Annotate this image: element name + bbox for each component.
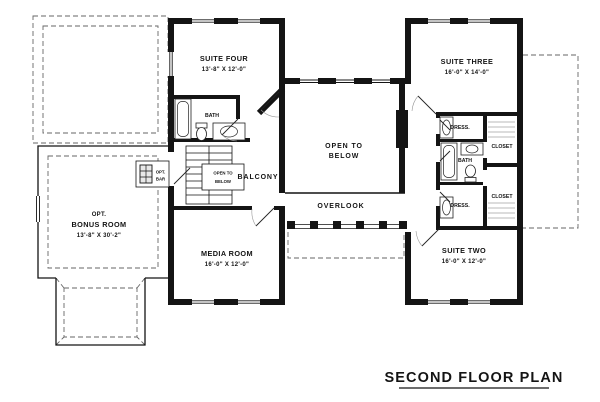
window-row-bottom (192, 298, 490, 306)
dress-upper-vanity-icon (439, 116, 454, 139)
stair-open-to-below-line2: BELOW (215, 179, 232, 184)
plan-title: SECOND FLOOR PLAN (384, 370, 563, 386)
bath-upper-fixtures (174, 98, 246, 141)
suite-three-label: SUITE THREE (441, 57, 494, 66)
dress-lower-label: DRESS. (450, 203, 470, 209)
roof-outline-dashed (32, 15, 579, 346)
bonus-window (35, 196, 41, 222)
suite-two-dims: 16'-0" X 12'-0" (442, 259, 486, 265)
interior-walls (168, 95, 523, 230)
suite-three-dims: 16'-0" X 14'-0" (445, 70, 489, 76)
media-room-label: MEDIA ROOM (201, 249, 253, 258)
dress-lower-vanity-icon (439, 196, 454, 219)
closet-upper-label: CLOSET (491, 144, 513, 150)
stair-open-to-below-box: OPEN TO BELOW (201, 163, 245, 191)
window-left-wall (167, 52, 175, 76)
window-row-center (300, 77, 390, 85)
suite-four-label: SUITE FOUR (200, 54, 249, 63)
windows (167, 17, 490, 306)
bath-upper-label: BATH (205, 113, 219, 119)
bonus-room-dims: 13'-8" X 30'-2" (77, 233, 121, 239)
open-to-below-line2: BELOW (329, 153, 360, 160)
drawing-title: SECOND FLOOR PLAN (384, 370, 563, 389)
overlook-columns (287, 221, 407, 229)
bonus-room-label: BONUS ROOM (71, 220, 126, 229)
angled-wall (256, 86, 286, 116)
suite-two-label: SUITE TWO (442, 246, 486, 255)
suite-four-dims: 13'-8" X 12'-0" (202, 67, 246, 73)
overlook-railing (285, 192, 407, 229)
opt-bar-line1: OPT. (156, 170, 166, 175)
bath-right-fixtures (439, 116, 484, 219)
bathtub-right-icon (440, 142, 458, 181)
window-row-top (192, 17, 490, 25)
chimney (396, 110, 408, 148)
opt-bar-line2: BAR (156, 177, 166, 182)
closet-shelves (488, 121, 515, 219)
balcony-label: BALCONY (238, 174, 279, 181)
sink-right-icon (460, 142, 484, 156)
overlook-label: OVERLOOK (317, 203, 364, 210)
doors (173, 91, 451, 247)
room-labels: SUITE FOUR 13'-8" X 12'-0" BATH SUITE TH… (71, 54, 513, 268)
opt-bar: OPT. BAR (135, 160, 170, 188)
bath-right-label: BATH (458, 158, 472, 164)
bonus-room-outline (35, 145, 168, 346)
vanity-icon (212, 122, 246, 141)
bonus-room-prefix: OPT. (92, 212, 107, 218)
dress-upper-label: DRESS. (450, 125, 470, 131)
toilet-right-icon (465, 164, 476, 178)
stair-open-to-below-line1: OPEN TO (213, 171, 233, 176)
bathtub-icon (174, 98, 192, 140)
media-room-dims: 16'-0" X 12'-0" (205, 262, 249, 268)
closet-lower-label: CLOSET (491, 194, 513, 200)
open-to-below-line1: OPEN TO (325, 143, 363, 150)
